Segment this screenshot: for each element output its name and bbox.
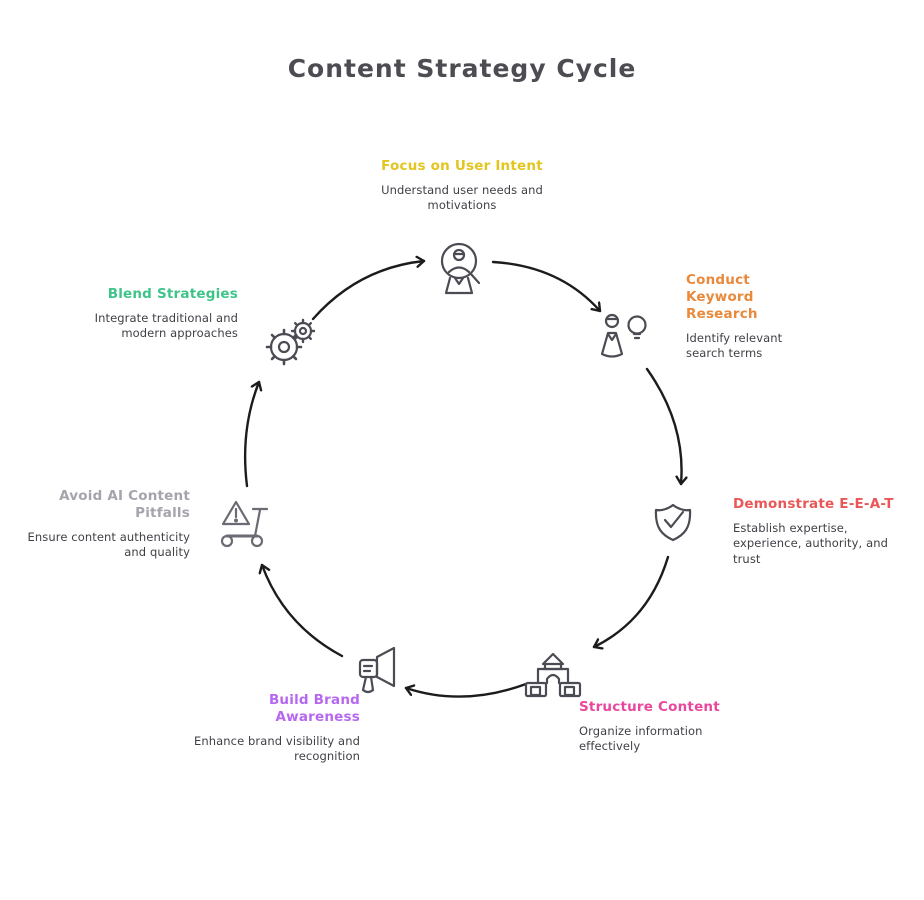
arrow-keyword-to-eeat bbox=[645, 367, 682, 486]
node-title: Build Brand Awareness bbox=[268, 692, 360, 725]
building-blocks-icon bbox=[524, 652, 582, 698]
arrow-eeat-to-structure bbox=[592, 555, 670, 647]
node-conduct-keyword-research: Conduct Keyword Research Identify releva… bbox=[686, 272, 818, 362]
node-blend-strategies: Blend Strategies Integrate traditional a… bbox=[78, 286, 238, 342]
node-description: Establish expertise, experience, authori… bbox=[733, 520, 889, 566]
arrow-blend-to-focus bbox=[311, 261, 426, 321]
node-description: Understand user needs and motivations bbox=[381, 182, 543, 213]
node-title: Focus on User Intent bbox=[381, 158, 543, 174]
user-search-icon bbox=[440, 242, 481, 295]
node-description: Integrate traditional and modern approac… bbox=[94, 310, 238, 341]
node-title: Demonstrate E-E-A-T bbox=[733, 496, 894, 512]
arrow-structure-to-brand bbox=[404, 682, 528, 698]
node-build-brand-awareness: Build Brand Awareness Enhance brand visi… bbox=[190, 692, 360, 765]
node-description: Ensure content authenticity and quality bbox=[27, 529, 190, 560]
node-avoid-ai-content-pitfalls: Avoid AI Content Pitfalls Ensure content… bbox=[22, 488, 190, 561]
gears-icon bbox=[265, 318, 316, 366]
page-title: Content Strategy Cycle bbox=[287, 54, 637, 83]
scooter-warning-icon bbox=[220, 500, 269, 548]
shield-check-icon bbox=[654, 503, 692, 542]
arrow-brand-to-avoid bbox=[262, 563, 344, 658]
node-description: Organize information effectively bbox=[579, 723, 703, 754]
node-structure-content: Structure Content Organize information e… bbox=[579, 699, 729, 755]
person-lightbulb-icon bbox=[600, 313, 647, 358]
node-title: Conduct Keyword Research bbox=[686, 272, 758, 322]
node-demonstrate-eeat: Demonstrate E-E-A-T Establish expertise,… bbox=[733, 496, 919, 567]
node-focus-user-intent: Focus on User Intent Understand user nee… bbox=[342, 158, 582, 214]
node-title: Blend Strategies bbox=[107, 286, 238, 302]
megaphone-icon bbox=[358, 646, 396, 694]
node-description: Enhance brand visibility and recognition bbox=[193, 733, 360, 764]
arrow-focus-to-keyword bbox=[491, 260, 602, 313]
node-title: Structure Content bbox=[579, 699, 720, 715]
node-title: Avoid AI Content Pitfalls bbox=[59, 488, 190, 521]
arrow-avoid-to-blend bbox=[243, 380, 259, 488]
node-description: Identify relevant search terms bbox=[686, 330, 783, 361]
